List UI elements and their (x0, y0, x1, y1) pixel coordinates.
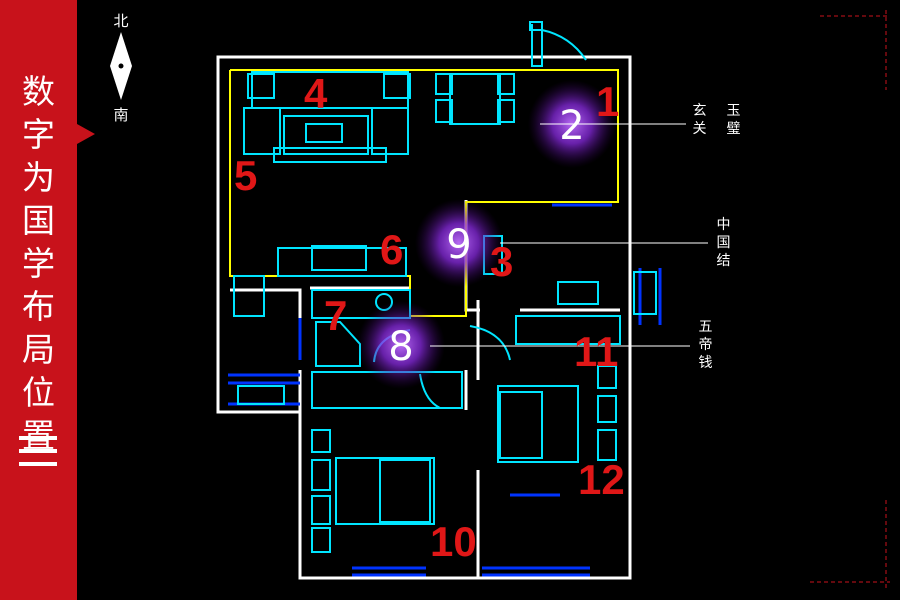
compass-north-label: 北 (113, 12, 129, 30)
position-number: 10 (430, 518, 477, 565)
title-char: 字 (22, 115, 55, 154)
annotation-char: 中 (716, 217, 732, 233)
annotation-chinese-knot: 中 国 结 (716, 216, 732, 270)
title-char: 国 (22, 201, 55, 240)
position-numbers: 1 3 4 5 6 7 10 11 12 (234, 70, 625, 565)
three-bars-icon (19, 436, 57, 468)
walls (216, 55, 632, 580)
glow-number: 2 (559, 103, 584, 149)
glow-markers: 2 9 8 (357, 80, 616, 389)
title-char: 学 (22, 244, 55, 283)
compass-south-label: 南 (113, 106, 129, 124)
position-number: 4 (304, 70, 328, 117)
annotation-char: 国 (716, 235, 732, 251)
annotation-yubi: 玉 璧 (726, 102, 742, 138)
title-char: 数 (22, 72, 55, 111)
annotation-char: 关 (692, 121, 708, 137)
annotation-char: 璧 (726, 121, 742, 137)
position-number: 3 (490, 238, 513, 285)
leader-lines (430, 123, 708, 347)
title-char: 局 (22, 330, 55, 369)
annotation-five-coins: 五 帝 钱 (698, 318, 714, 372)
position-number: 1 (596, 78, 619, 125)
position-number: 7 (324, 292, 347, 339)
annotation-char: 玄 (692, 103, 708, 119)
sidebar-title: 数 字 为 国 学 布 局 位 置 (0, 70, 77, 457)
position-number: 5 (234, 152, 257, 199)
glow-number: 9 (446, 222, 471, 268)
frame-lines (810, 10, 890, 590)
annotation-char: 钱 (698, 355, 714, 371)
title-char: 置 (0, 414, 77, 457)
windows (228, 203, 662, 577)
position-number: 6 (380, 226, 403, 273)
glow-marker (357, 301, 445, 389)
pointer-arrow-icon (77, 124, 95, 144)
glow-number: 8 (388, 324, 413, 370)
title-char: 布 (22, 287, 55, 326)
annotation-xuanguan: 玄 关 (692, 102, 708, 138)
position-number: 11 (574, 328, 618, 375)
sidebar-banner: 数 字 为 国 学 布 局 位 置 (0, 0, 77, 600)
annotation-char: 结 (716, 253, 732, 269)
title-char: 为 (22, 158, 55, 197)
glow-marker (415, 199, 503, 287)
annotation-char: 玉 (726, 103, 742, 119)
annotation-char: 五 (698, 319, 714, 335)
compass-icon (110, 32, 132, 100)
furniture (233, 21, 657, 553)
position-number: 12 (578, 456, 625, 503)
title-char: 位 (22, 373, 55, 412)
annotation-char: 帝 (698, 337, 714, 353)
